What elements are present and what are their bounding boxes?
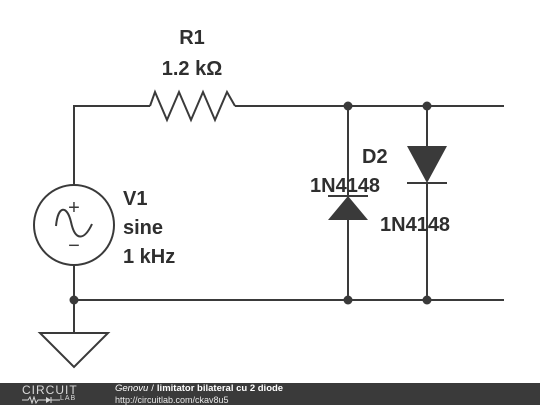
junction-dot bbox=[422, 295, 432, 305]
circuit-title: limitator bilateral cu 2 diode bbox=[156, 383, 284, 394]
r1-label: R1 bbox=[179, 27, 205, 49]
v1-type: sine bbox=[123, 217, 163, 239]
logo-text-circuit: CIRCUIT bbox=[22, 383, 78, 397]
source-minus-sign: − bbox=[68, 235, 80, 257]
v1-frequency: 1 kHz bbox=[123, 246, 175, 268]
diode-d2 bbox=[407, 146, 447, 184]
footer-bar: CIRCUIT LAB Genovu/limitator bilateral c… bbox=[0, 383, 540, 405]
author-name[interactable]: Genovu bbox=[115, 383, 149, 394]
d2-part-number: 1N4148 bbox=[380, 214, 450, 236]
junction-dot bbox=[343, 101, 353, 111]
source-plus-sign: + bbox=[68, 197, 80, 219]
meta-separator: / bbox=[151, 383, 154, 394]
junction-dot bbox=[422, 101, 432, 111]
circuit-schematic: + − R1 1.2 kΩ V1 sine 1 kHz 1N4148 D2 1N… bbox=[33, 27, 504, 369]
r1-value: 1.2 kΩ bbox=[162, 58, 223, 80]
resistor-r1 bbox=[149, 89, 236, 123]
circuit-url[interactable]: http://circuitlab.com/ckav8u5 bbox=[115, 395, 229, 405]
junction-dot bbox=[69, 295, 79, 305]
logo-trace-icon bbox=[22, 396, 60, 404]
circuitlab-logo[interactable]: CIRCUIT LAB bbox=[22, 384, 96, 404]
sine-wave-icon bbox=[55, 208, 93, 238]
v1-label: V1 bbox=[123, 188, 147, 210]
logo-text-lab: LAB bbox=[60, 395, 77, 402]
junction-dot bbox=[343, 295, 353, 305]
wire-top-left bbox=[73, 105, 150, 185]
diode-d1 bbox=[328, 195, 368, 220]
d2-label: D2 bbox=[362, 146, 388, 168]
voltage-source-v1: + − bbox=[33, 184, 115, 266]
circuit-meta: Genovu/limitator bilateral cu 2 diode bbox=[115, 384, 283, 394]
d1-part-number: 1N4148 bbox=[310, 175, 380, 197]
ground-symbol bbox=[37, 332, 111, 369]
